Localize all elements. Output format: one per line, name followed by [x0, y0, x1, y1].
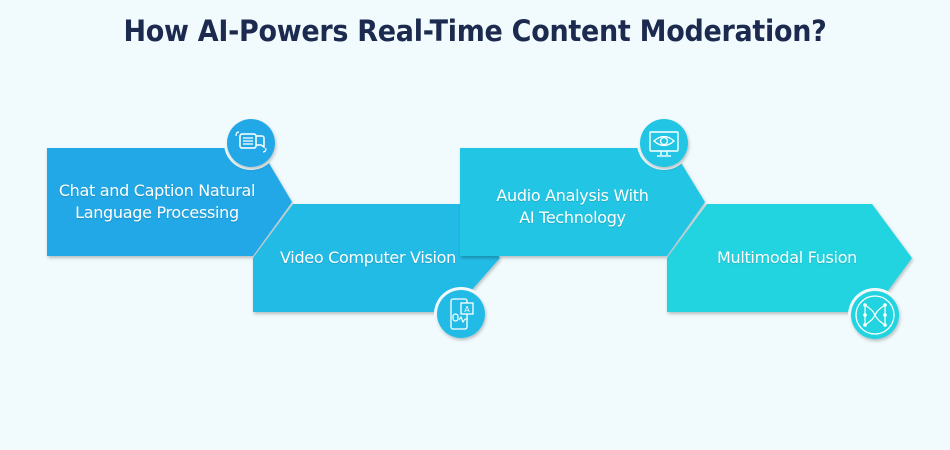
step-4-shape — [667, 204, 912, 312]
step-4-line-1: Multimodal Fusion — [716, 248, 858, 267]
svg-text:A: A — [464, 305, 470, 314]
step-4-label: Multimodal Fusion — [667, 247, 907, 269]
step-3-label: Audio Analysis With AI Technology — [460, 185, 685, 229]
chat-bubbles-icon — [224, 116, 278, 170]
step-3-line-1: Audio Analysis With — [496, 186, 649, 205]
step-1-line-2: Language Processing — [75, 203, 239, 222]
step-1-label: Chat and Caption Natural Language Proces… — [47, 180, 267, 224]
mobile-voice-translate-icon: A — [434, 287, 488, 341]
step-3-shape — [460, 148, 705, 256]
step-2-line-1: Video Computer Vision — [280, 248, 456, 267]
monitor-eye-icon — [637, 116, 691, 170]
network-fusion-icon — [848, 288, 902, 342]
step-2-label: Video Computer Vision — [253, 247, 483, 269]
step-2-shape — [253, 204, 500, 312]
page-title: How AI-Powers Real-Time Content Moderati… — [123, 14, 827, 48]
step-1-shape — [47, 148, 292, 256]
step-1-line-1: Chat and Caption Natural — [58, 181, 256, 200]
step-3-line-2: AI Technology — [519, 208, 626, 227]
